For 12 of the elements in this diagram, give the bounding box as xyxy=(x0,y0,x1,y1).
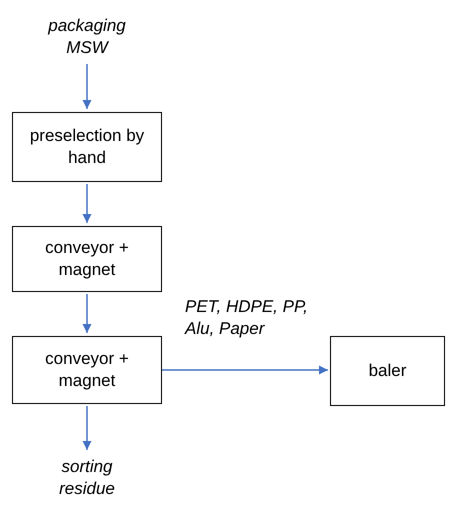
process-box: preselection by hand xyxy=(12,112,162,182)
arrow xyxy=(82,184,92,223)
edge-label: PET, HDPE, PP, Alu, Paper xyxy=(185,296,309,340)
arrow xyxy=(162,366,328,374)
flow-text: sorting residue xyxy=(27,453,147,503)
flow-text: packaging MSW xyxy=(27,12,147,62)
arrow xyxy=(82,406,92,450)
arrow xyxy=(82,64,92,109)
process-box: conveyor + magnet xyxy=(12,336,162,404)
arrow xyxy=(82,294,92,333)
process-box: conveyor + magnet xyxy=(12,226,162,292)
process-box: baler xyxy=(330,336,445,406)
